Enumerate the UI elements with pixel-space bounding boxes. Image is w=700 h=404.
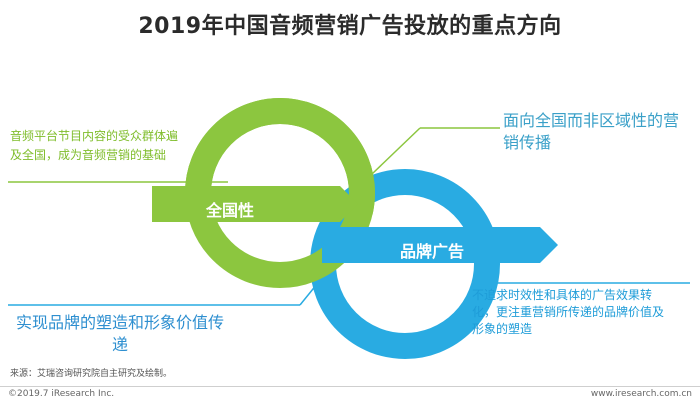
footer-bar bbox=[0, 386, 700, 404]
copyright-text: ©2019.7 iResearch Inc. bbox=[8, 389, 115, 399]
brand-ad-arrow-label: 品牌广告 bbox=[400, 242, 465, 261]
right-heading: 面向全国而非区域性的营销传播 bbox=[503, 111, 680, 152]
national-arrow-label: 全国性 bbox=[206, 201, 255, 220]
blue-arrow-band bbox=[322, 227, 558, 263]
green-arrow-band bbox=[152, 186, 358, 222]
leader-line-right-heading-d bbox=[371, 127, 421, 175]
source-note: 来源：艾瑞咨询研究院自主研究及绘制。 bbox=[10, 369, 173, 379]
page-title: 2019年中国音频营销广告投放的重点方向 bbox=[138, 14, 562, 39]
right-note: 不追求时效性和具体的广告效果转化，更注重营销所传递的品牌价值及形象的塑造 bbox=[472, 288, 665, 336]
left-heading: 实现品牌的塑造和形象价值传递 bbox=[15, 313, 224, 354]
website-link[interactable]: www.iresearch.com.cn bbox=[590, 389, 692, 399]
left-note: 音频平台节目内容的受众群体遍及全国，成为音频营销的基础 bbox=[10, 129, 179, 162]
